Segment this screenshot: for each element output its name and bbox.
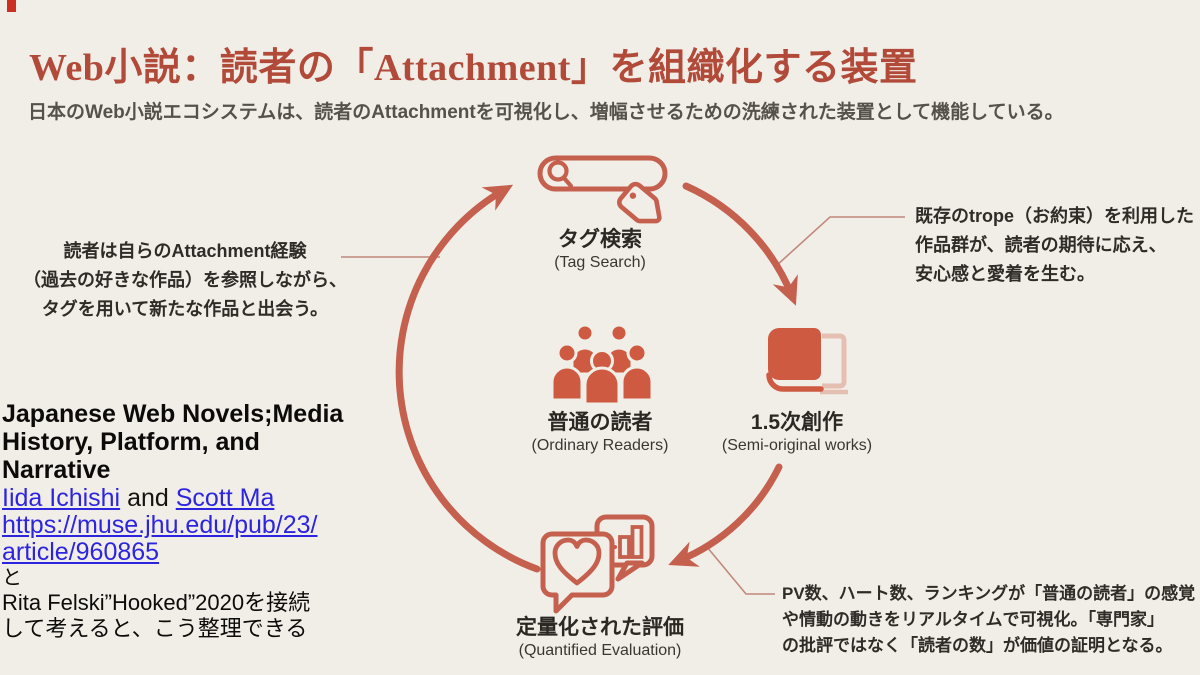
bottom-right-annotation-line (706, 546, 775, 595)
citation-note-line: Rita Felski”Hooked”2020を接続 (2, 590, 311, 615)
node-label-ordinary-readers: 普通の読者 (Ordinary Readers) (440, 411, 760, 456)
arrow-works-to-evaluation (668, 463, 783, 567)
ghost-book-icon (820, 333, 848, 395)
annotation-left-line: タグを用いて新たな作品と出会う。 (41, 299, 329, 319)
quantified-evaluation-label-en: (Quantified Evaluation) (518, 642, 682, 659)
tag-search-label-en: (Tag Search) (554, 254, 646, 271)
annotation-bottom-right: PV数、ハート数、ランキングが「普通の読者」の感覚 や情動の動きをリアルタイムで… (782, 581, 1200, 659)
semi-original-label-en: (Semi-original works) (721, 437, 873, 454)
ordinary-readers-label-ja: 普通の読者 (547, 411, 653, 434)
citation-title-line: Narrative (2, 456, 111, 484)
arrow-tagsearch-to-works (682, 182, 798, 306)
cycle-arrows (395, 182, 798, 573)
annotation-connector-lines (341, 216, 905, 595)
arrow-evaluation-to-tagsearch (395, 184, 541, 573)
node-label-semi-original: 1.5次創作 (Semi-original works) (637, 411, 957, 456)
citation-block: Japanese Web Novels;Media History, Platf… (2, 400, 432, 642)
citation-url-line-1[interactable]: https://muse.jhu.edu/pub/23/ (2, 511, 318, 539)
annotation-top-right-line: 作品群が、読者の期待に応え、 (915, 235, 1167, 255)
citation-title: Japanese Web Novels;Media History, Platf… (2, 400, 432, 484)
annotation-bottom-right-line: PV数、ハート数、ランキングが「普通の読者」の感覚 (782, 584, 1196, 603)
ordinary-readers-label-en: (Ordinary Readers) (531, 437, 669, 454)
annotation-top-right-line: 既存のtrope（お約束）を利用した (915, 206, 1194, 226)
node-label-tag-search: タグ検索 (Tag Search) (440, 228, 760, 273)
citation-note-line: して考えると、こう整理できる (2, 616, 308, 641)
citation-url[interactable]: https://muse.jhu.edu/pub/23/ article/960… (2, 512, 432, 566)
citation-conjunction: と (2, 567, 22, 589)
annotation-bottom-right-line: や情動の動きをリアルタイムで可視化。「専門家」 (782, 610, 1164, 629)
citation-title-line: Japanese Web Novels;Media (2, 400, 344, 428)
annotation-left-line: （過去の好きな作品）を参照しながら、 (23, 270, 347, 290)
annotation-top-right-line: 安心感と愛着を生む。 (915, 264, 1095, 284)
quantified-evaluation-label-ja: 定量化された評価 (516, 616, 684, 639)
node-label-quantified-evaluation: 定量化された評価 (Quantified Evaluation) (440, 616, 760, 661)
search-bar-tag-icon (537, 155, 668, 224)
people-group-icon (550, 323, 654, 406)
citation-url-line-2[interactable]: article/960865 (2, 538, 160, 566)
slide-title: Web小説：読者の「Attachment」を組織化する装置 (29, 47, 918, 89)
tag-icon (617, 181, 662, 224)
heart-bubble-icon (540, 531, 615, 614)
citation-note: Rita Felski”Hooked”2020を接続 して考えると、こう整理でき… (2, 590, 432, 642)
tag-search-label-ja: タグ検索 (558, 228, 642, 251)
semi-original-label-ja: 1.5次創作 (750, 411, 844, 434)
annotation-bottom-right-line: の批評ではなく「読者の数」が価値の証明となる。 (782, 636, 1173, 655)
annotation-top-right: 既存のtrope（お約束）を利用した 作品群が、読者の期待に応え、 安心感と愛着… (915, 202, 1200, 289)
citation-authors: Iida Ichishi and Scott Ma (2, 484, 432, 512)
top-right-annotation-line (775, 216, 905, 267)
author-separator: and (120, 484, 176, 512)
annotation-left-line: 読者は自らのAttachment経験 (63, 241, 307, 261)
chat-bubbles-heart-chart-icon (540, 514, 655, 614)
author-link-iida-ichishi[interactable]: Iida Ichishi (2, 484, 121, 512)
author-link-scott-ma[interactable]: Scott Ma (175, 484, 275, 512)
annotation-left: 読者は自らのAttachment経験 （過去の好きな作品）を参照しながら、 タグ… (15, 237, 355, 324)
slide-subtitle: 日本のWeb小説エコシステムは、読者のAttachmentを可視化し、増幅させる… (28, 102, 1064, 123)
book-icon (766, 328, 848, 395)
heart-icon (552, 537, 602, 586)
citation-title-line: History, Platform, and (2, 428, 260, 456)
magnifier-icon (547, 160, 569, 182)
corner-red-mark (7, 0, 16, 12)
